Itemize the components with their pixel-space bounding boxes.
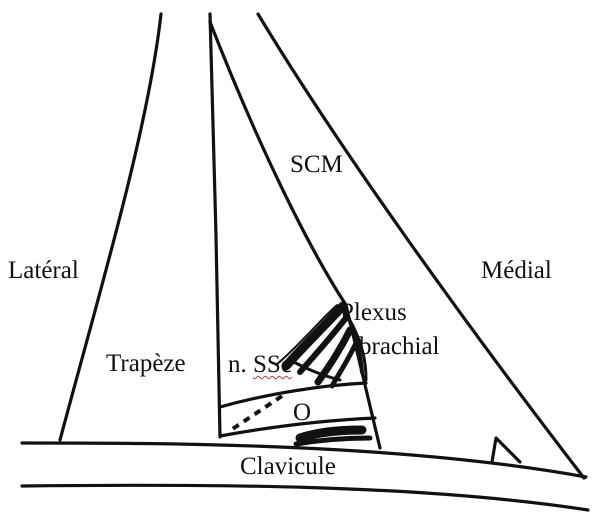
- sternal-notch: [490, 436, 522, 464]
- brachial-plexus-mass: [275, 301, 373, 447]
- label-scm: SCM: [290, 151, 343, 178]
- omohyoid-lower-border: [218, 416, 377, 438]
- trapezius-posterior-border: [208, 12, 222, 439]
- label-trapeze: Trapèze: [106, 350, 186, 377]
- omohyoid-upper-border: [218, 381, 368, 409]
- label-plexus-line1: Plexus: [340, 299, 407, 326]
- label-lateral: Latéral: [8, 257, 79, 284]
- clavicle-lower-border: [20, 483, 590, 512]
- trapezius-anterior-border: [58, 12, 163, 442]
- label-plexus-line2: brachial: [359, 333, 440, 360]
- clavicle-upper-border: [20, 441, 588, 479]
- label-medial: Médial: [481, 257, 552, 284]
- label-clavicule: Clavicule: [240, 453, 336, 480]
- label-nssc-prefix: n.: [228, 351, 253, 378]
- scm-anterior-border: [256, 12, 586, 480]
- suprascapular-nerve-dashed: [226, 394, 284, 434]
- scm-posterior-border: [208, 20, 382, 450]
- label-suprascapular-nerve: n. SSc: [228, 352, 292, 377]
- label-omohyoid: O: [293, 399, 312, 426]
- label-nssc-term: SSc: [253, 351, 292, 378]
